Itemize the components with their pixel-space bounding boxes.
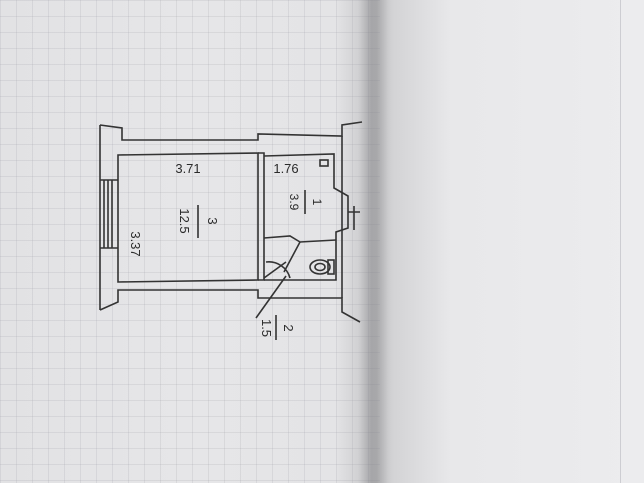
paper-edge-line: [620, 0, 621, 483]
room-3-width-label: 3.71: [175, 161, 200, 176]
outer-wall: [99, 121, 363, 141]
room-1-number: 1: [310, 199, 324, 206]
partition-wall: [258, 152, 265, 281]
room-3-area: 12.5: [177, 208, 192, 233]
room-1-walls: [263, 153, 349, 240]
paper-fold-shadow: [358, 0, 388, 483]
toilet-icon: [309, 259, 331, 275]
room-1-width-label: 1.76: [273, 161, 298, 176]
outer-wall-bottom: [99, 289, 361, 323]
window: [100, 179, 118, 249]
bathroom-wall: [263, 235, 337, 243]
room-2-leader-line: [255, 241, 301, 319]
fixture-icon: [319, 159, 329, 167]
bathroom-walls: [264, 240, 337, 281]
room-2-number: 2: [281, 324, 296, 331]
door-swing: [263, 261, 291, 279]
room-3-number: 3: [205, 217, 220, 224]
room-2-area: 1.5: [259, 319, 274, 337]
entrance-mark: [348, 206, 360, 230]
room-3-length-label: 3.37: [128, 231, 143, 256]
room-1-area: 3.9: [287, 194, 301, 211]
